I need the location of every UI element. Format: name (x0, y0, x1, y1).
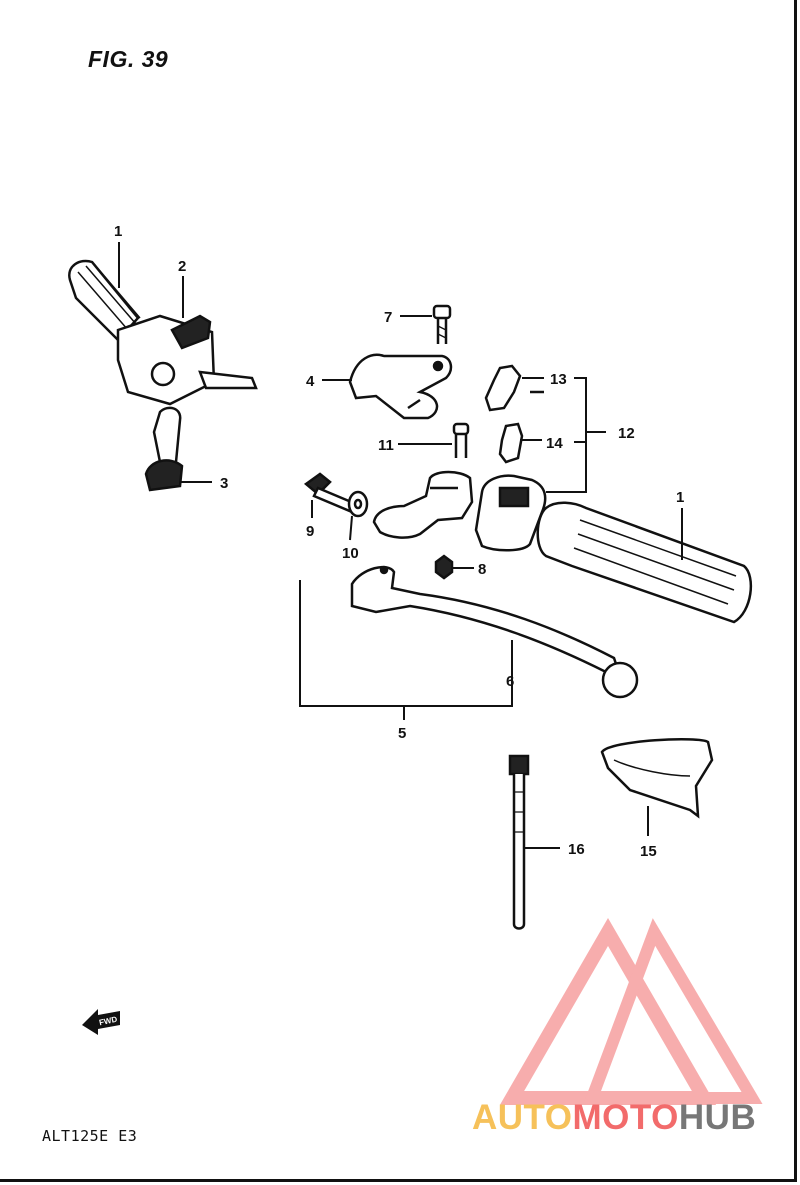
part-label: 1 (676, 489, 684, 506)
right-grip (536, 501, 752, 624)
part-label: 2 (178, 258, 186, 275)
switch-14 (498, 422, 524, 464)
part-label: 10 (342, 545, 359, 562)
part-label: 16 (568, 841, 585, 858)
brand-part-moto: MOTO (572, 1098, 679, 1137)
figure-title: FIG. 39 (88, 46, 169, 72)
switch-13 (484, 364, 544, 412)
model-code: ALT125E E3 (42, 1127, 138, 1145)
brand-part-hub: HUB (678, 1098, 757, 1137)
bolt-11 (452, 422, 470, 458)
nut-8 (434, 554, 454, 580)
watermark-brand: AUTOMOTOHUB (472, 1098, 756, 1138)
cable-strap-16 (508, 754, 530, 930)
leader-lines (118, 242, 683, 849)
part-label: 12 (618, 425, 635, 442)
part-label: 14 (546, 435, 563, 452)
part-label: 15 (640, 843, 657, 860)
part-label: 11 (378, 437, 394, 454)
part-label: 9 (306, 523, 314, 540)
forward-label: FWD (98, 1015, 118, 1028)
brand-part-auto: AUTO (472, 1098, 573, 1137)
lever-6 (350, 565, 639, 699)
part-label: 5 (398, 725, 406, 742)
watermark-logo (499, 918, 763, 1105)
part-labels: 1 2 3 4 5 6 7 8 9 10 11 12 13 14 15 16 1 (114, 223, 684, 860)
part-label: 3 (220, 475, 228, 492)
part-label: 7 (384, 309, 392, 326)
forward-arrow-icon: FWD (82, 1009, 120, 1035)
bolt-7 (432, 304, 452, 344)
part-label: 1 (114, 223, 122, 240)
boot-cover-15 (600, 738, 714, 819)
washer-10 (347, 490, 369, 518)
throttle-grip-assembly (68, 259, 258, 492)
part-label: 6 (506, 673, 514, 690)
switch-housing (474, 474, 547, 552)
lever-holder (348, 353, 453, 420)
part-label: 8 (478, 561, 486, 578)
part-label: 4 (306, 373, 315, 390)
part-label: 13 (550, 371, 567, 388)
lever-bracket (372, 470, 474, 539)
